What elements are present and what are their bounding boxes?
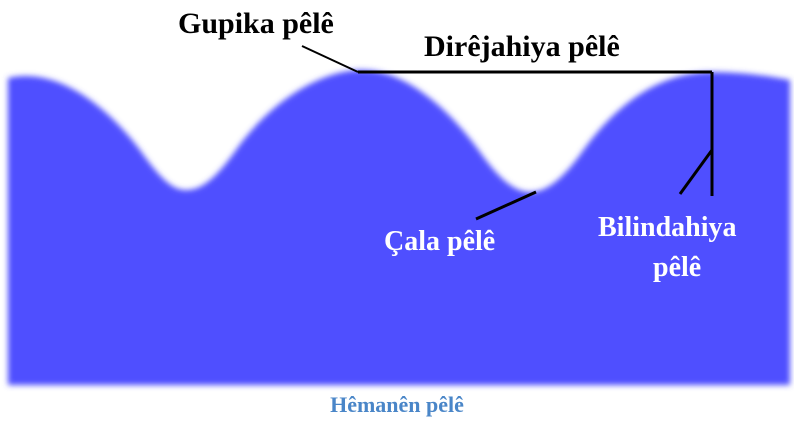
trough-label: Çala pêlê: [384, 226, 495, 257]
height-pointer-line: [678, 149, 714, 195]
height-label-line1: Bilindahiya: [598, 212, 737, 243]
wavelength-label: Dirêjahiya pêlê: [424, 30, 620, 63]
caption: Hêmanên pêlê: [330, 392, 464, 417]
wave-water: [8, 70, 790, 385]
trough-pointer-line: [475, 190, 537, 221]
height-label-line2: pêlê: [653, 252, 701, 283]
crest-label: Gupika pêlê: [178, 7, 334, 40]
annotation-lines: [301, 45, 714, 221]
crest-pointer-line: [301, 45, 359, 73]
